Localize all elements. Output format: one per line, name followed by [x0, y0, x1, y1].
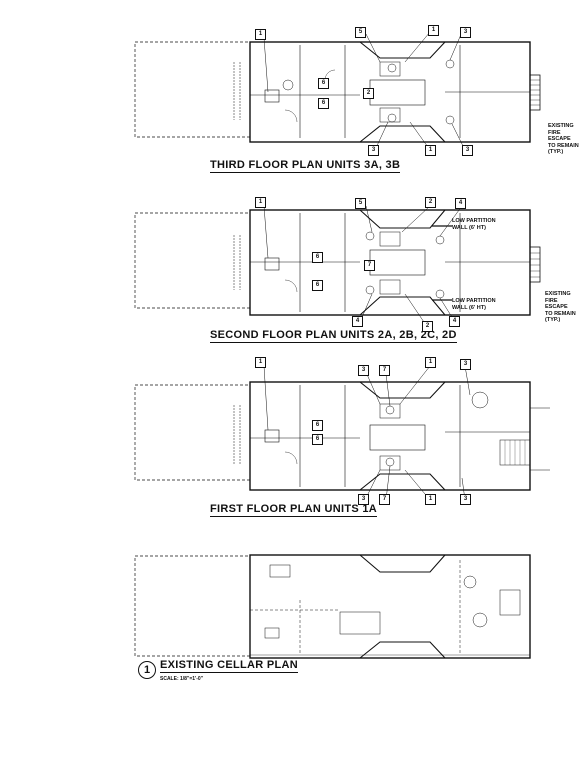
keynote-tag: 6 — [312, 252, 323, 263]
keynote-tag: 1 — [428, 25, 439, 36]
scale-note: SCALE: 1/8"=1'-0" — [160, 676, 204, 682]
second-floor-plan — [134, 205, 541, 329]
third-floor-plan — [134, 31, 541, 151]
note-line: ESCAPE — [548, 136, 571, 142]
keynote-tag: 3 — [368, 145, 379, 156]
note-line: FIRE — [545, 297, 558, 304]
second-floor-title: SECOND FLOOR PLAN UNITS 2A, 2B, 2C, 2D — [210, 329, 457, 343]
keynote-tag: 1 — [255, 29, 266, 40]
keynote-tag: 3 — [358, 365, 369, 376]
note-line: EXISTING — [548, 123, 574, 129]
keynote-tag: 2 — [425, 197, 436, 208]
fire-escape-note-second: EXISTING FIRE ESCAPE TO REMAIN (TYP.) — [545, 291, 576, 324]
keynote-tag: 1 — [255, 357, 266, 368]
low-partition-note-upper: LOW PARTITION WALL (6' HT) — [452, 218, 496, 231]
keynote-tag: 5 — [355, 198, 366, 209]
note-line: FIRE — [548, 129, 561, 136]
keynote-tag: 4 — [449, 316, 460, 327]
fire-escape-note-third: EXISTING FIRE ESCAPE TO REMAIN (TYP.) — [548, 123, 579, 156]
note-line: ESCAPE — [545, 304, 568, 310]
keynote-tag: 1 — [425, 145, 436, 156]
first-floor-title: FIRST FLOOR PLAN UNITS 1A — [210, 503, 377, 517]
keynote-tag: 7 — [379, 365, 390, 376]
first-floor-plan — [134, 365, 550, 501]
drawing-number-circle: 1 — [138, 661, 156, 679]
note-line: TO REMAIN — [548, 142, 579, 149]
cellar-title: EXISTING CELLAR PLAN — [160, 659, 299, 673]
keynote-tag: 6 — [312, 280, 323, 291]
note-line: LOW PARTITION — [452, 218, 496, 224]
note-line: (TYP.) — [545, 317, 561, 323]
keynote-tag: 1 — [255, 197, 266, 208]
third-floor-title: THIRD FLOOR PLAN UNITS 3A, 3B — [210, 159, 401, 173]
keynote-tag: 4 — [352, 316, 363, 327]
note-line: TO REMAIN — [545, 310, 576, 317]
note-line: (TYP.) — [548, 149, 564, 155]
cellar-plan — [134, 554, 531, 659]
keynote-tag: 1 — [425, 357, 436, 368]
note-line: WALL (6' HT) — [452, 224, 486, 231]
keynote-tag: 5 — [355, 27, 366, 38]
keynote-tag: 3 — [460, 359, 471, 370]
keynote-tag: 2 — [363, 88, 374, 99]
keynote-tag: 3 — [358, 494, 369, 505]
keynote-tag: 3 — [462, 145, 473, 156]
keynote-tag: 7 — [364, 260, 375, 271]
keynote-tag: 1 — [425, 494, 436, 505]
note-line: EXISTING — [545, 291, 571, 297]
keynote-tag: 2 — [422, 321, 433, 332]
keynote-tag: 3 — [460, 494, 471, 505]
keynote-tag: 6 — [318, 78, 329, 89]
keynote-tag: 6 — [318, 98, 329, 109]
note-line: WALL (6' HT) — [452, 304, 486, 311]
keynote-tag: 6 — [312, 434, 323, 445]
low-partition-note-lower: LOW PARTITION WALL (6' HT) — [452, 298, 496, 311]
keynote-tag: 6 — [312, 420, 323, 431]
keynote-tag: 7 — [379, 494, 390, 505]
keynote-tag: 4 — [455, 198, 466, 209]
note-line: LOW PARTITION — [452, 298, 496, 304]
keynote-tag: 3 — [460, 27, 471, 38]
